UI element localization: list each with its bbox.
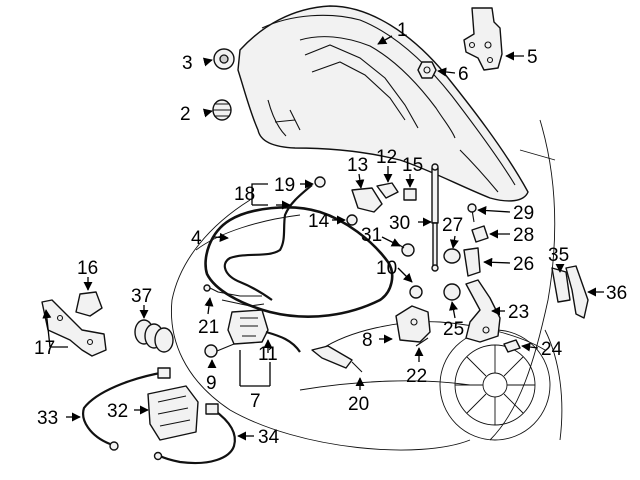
- callout-36: 36: [606, 283, 627, 304]
- callout-9: 9: [206, 373, 217, 394]
- callout-34: 34: [258, 427, 280, 448]
- actuator-cable-part-33: [82, 367, 171, 451]
- callout-32: 32: [107, 401, 128, 422]
- callout-29: 29: [513, 203, 534, 224]
- callout-27: 27: [442, 215, 463, 236]
- bracket-part-26: [463, 247, 481, 277]
- callout-15: 15: [402, 155, 423, 176]
- callout-5: 5: [527, 47, 538, 68]
- callout-2: 2: [180, 104, 191, 125]
- callout-14: 14: [308, 211, 330, 232]
- hood-seal-part: [204, 206, 394, 318]
- callout-22: 22: [406, 366, 427, 387]
- secondary-hook-part: [203, 284, 262, 297]
- bolt-part-24: [503, 339, 521, 353]
- gas-strut-part: [431, 163, 439, 272]
- bracket-part-17: [41, 299, 107, 357]
- clip-part-28: [471, 225, 489, 243]
- hood-contact-switch-part: [311, 345, 363, 373]
- bumper-stop-part: [212, 99, 232, 121]
- bumper-part-27: [443, 248, 461, 264]
- callout-6: 6: [458, 64, 469, 85]
- actuator-cable-part-34: [153, 403, 236, 465]
- callout-12: 12: [376, 147, 397, 168]
- callout-31: 31: [361, 225, 382, 246]
- screw-part-22: [415, 337, 429, 347]
- callout-20: 20: [348, 394, 369, 415]
- callout-18: 18: [234, 184, 255, 205]
- callout-26: 26: [513, 254, 534, 275]
- vehicle-body-outline: [170, 119, 563, 451]
- release-cable-part: [221, 176, 326, 307]
- cap-part-10: [409, 285, 423, 299]
- callout-25: 25: [443, 319, 464, 340]
- callout-16: 16: [77, 258, 98, 279]
- bolt-part-9: [204, 343, 235, 358]
- callout-1: 1: [397, 20, 408, 41]
- release-handle-part-16: [75, 291, 103, 317]
- callout-19: 19: [274, 175, 295, 196]
- hood-hinge-bracket-part: [463, 7, 503, 71]
- callout-28: 28: [513, 225, 534, 246]
- hood-lock-assembly-part: [227, 309, 301, 353]
- callout-35: 35: [548, 245, 569, 266]
- callout-23: 23: [508, 302, 529, 323]
- grommet-set-part: [134, 319, 174, 353]
- hood-part: [237, 5, 529, 202]
- callout-7: 7: [250, 391, 261, 412]
- striker-bracket-part: [395, 305, 431, 343]
- screw-part-14: [346, 214, 358, 226]
- bolt-part-31: [397, 243, 415, 257]
- grommet-part-25: [443, 283, 461, 301]
- callout-30: 30: [389, 213, 410, 234]
- callout-13: 13: [347, 155, 368, 176]
- callout-11: 11: [258, 344, 278, 365]
- callout-labels: 1 2 3 4 5 6 7 8 9 10 11 12 13 14 15 16 1…: [34, 20, 627, 448]
- actuator-part: [147, 385, 199, 441]
- side-seal-part-36: [565, 265, 589, 319]
- callout-21: 21: [198, 317, 219, 338]
- leader-lines: [42, 35, 604, 441]
- hood-hinge-part: [465, 279, 501, 343]
- callout-37: 37: [131, 286, 152, 307]
- buffer-part-15: [403, 188, 417, 201]
- callout-10: 10: [376, 258, 397, 279]
- callout-8: 8: [362, 330, 373, 351]
- clip-part-12: [376, 182, 399, 199]
- callout-4: 4: [191, 228, 202, 249]
- bolt-part-29: [467, 203, 477, 223]
- wheel-outline: [439, 329, 551, 441]
- grommet-part: [213, 48, 235, 70]
- callout-24: 24: [541, 339, 563, 360]
- callout-17: 17: [34, 338, 55, 359]
- bracket-part-13: [351, 187, 383, 213]
- callout-3: 3: [182, 53, 193, 74]
- nut-part: [417, 61, 437, 79]
- callout-33: 33: [37, 408, 58, 429]
